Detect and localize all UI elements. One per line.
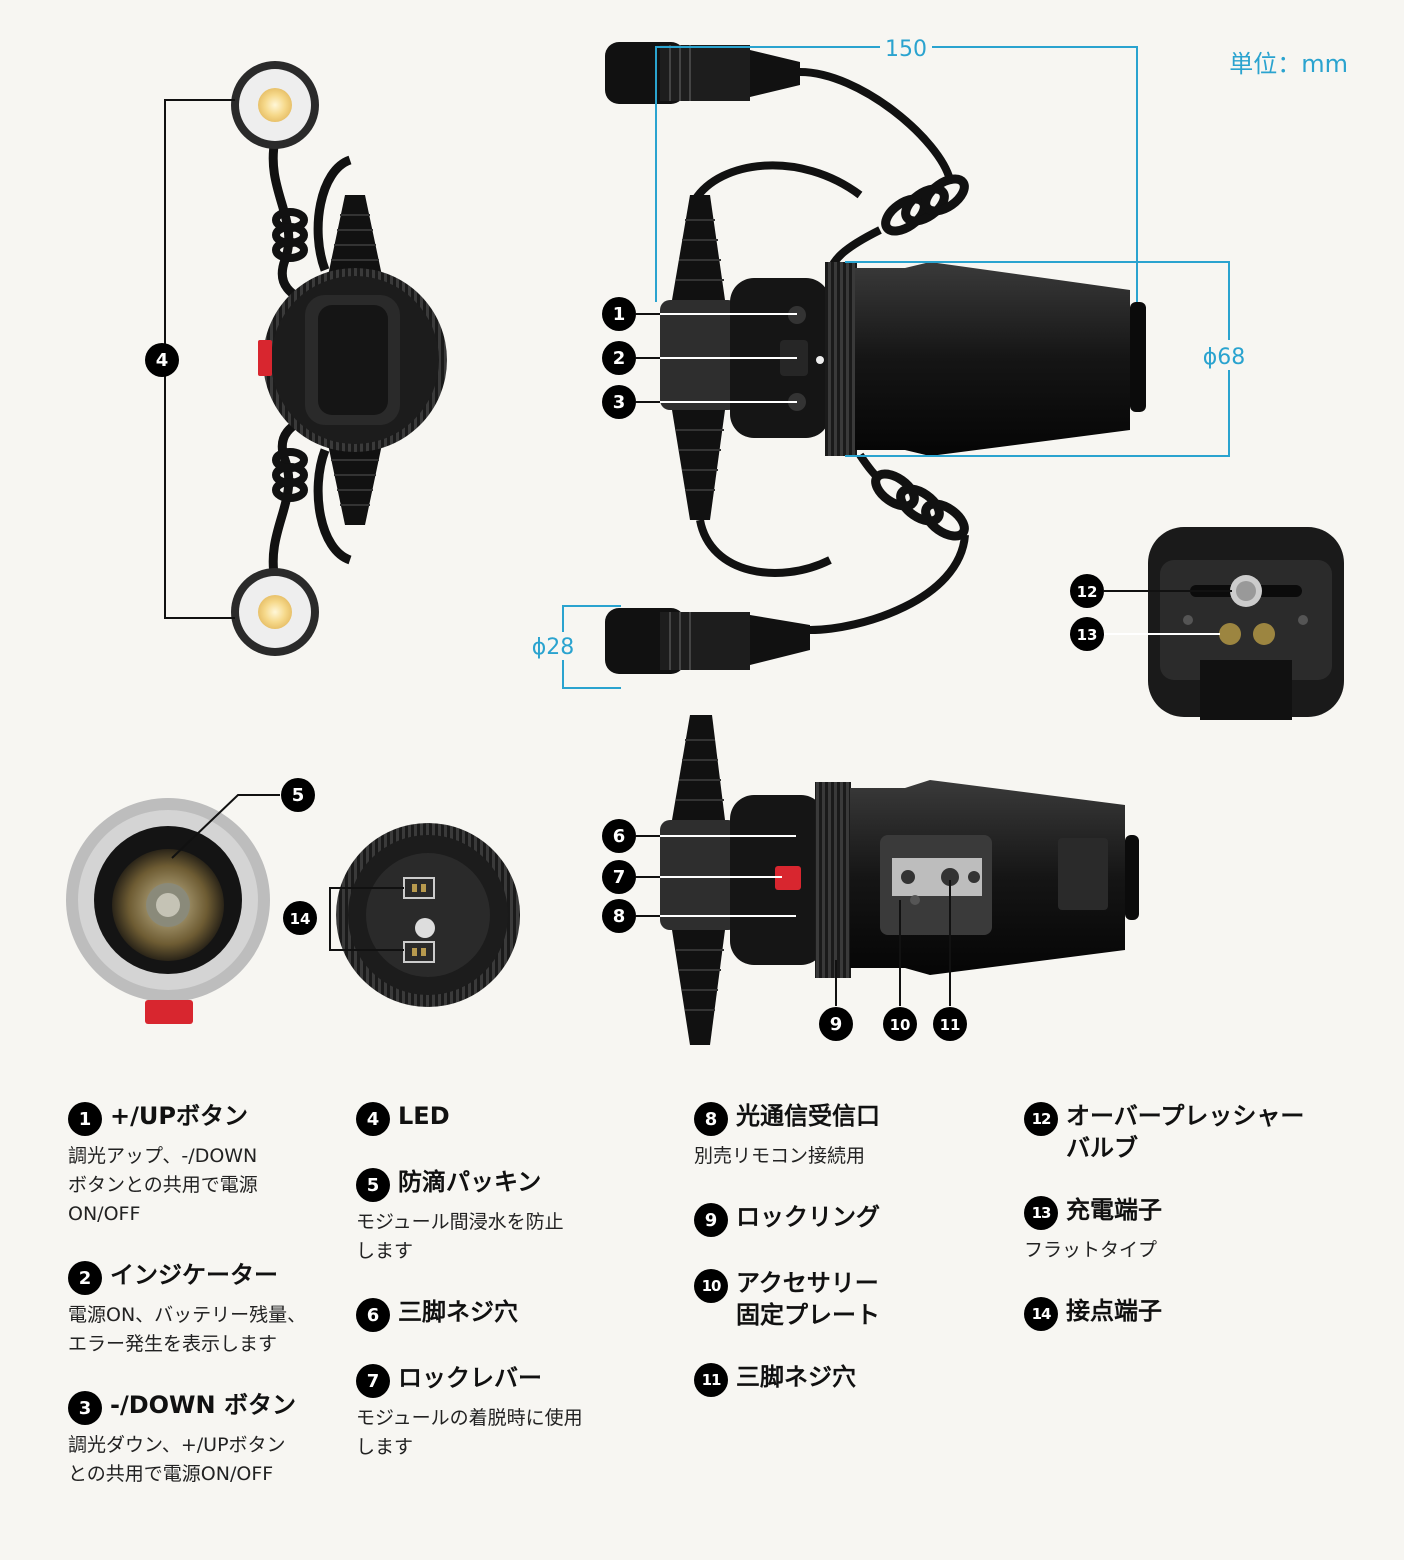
legend-title: 光通信受信口 [736, 1102, 880, 1130]
legend-number: 10 [694, 1269, 728, 1303]
legend-description: 電源ON、バッテリー残量、 エラー発生を表示します [68, 1304, 307, 1355]
legend-column-1: 1+/UPボタン 調光アップ、-/DOWN ボタンとの共用で電源 ON/OFF … [68, 1100, 338, 1519]
svg-text:8: 8 [613, 906, 626, 927]
svg-text:11: 11 [940, 1016, 961, 1034]
callout-8: 8 [602, 899, 636, 933]
legend-item: 5 防滴パッキン モジュール間浸水を防止 します [356, 1166, 646, 1266]
legend-title: LED [398, 1102, 450, 1130]
light-side-view [562, 42, 1230, 689]
legend-title: ロックレバー [398, 1364, 542, 1392]
callout-5: 5 [281, 778, 315, 812]
legend-description: モジュール間浸水を防止 します [356, 1211, 564, 1262]
callout-14: 14 [283, 901, 317, 935]
legend-title: 接点端子 [1066, 1297, 1162, 1325]
callout-13: 13 [1070, 617, 1104, 651]
svg-text:2: 2 [613, 348, 626, 369]
legend-title: 三脚ネジ穴 [736, 1363, 856, 1391]
svg-text:4: 4 [156, 350, 169, 371]
svg-text:9: 9 [830, 1014, 843, 1035]
legend: 1+/UPボタン 調光アップ、-/DOWN ボタンとの共用で電源 ON/OFF … [0, 1100, 1404, 1540]
unit-label: 単位：mm [1229, 50, 1348, 78]
legend-number: 3 [68, 1391, 102, 1425]
legend-number: 9 [694, 1203, 728, 1237]
legend-title: オーバープレッシャー バルブ [1066, 1102, 1305, 1162]
callout-4: 4 [145, 343, 179, 377]
callout-3: 3 [602, 385, 636, 419]
legend-number: 11 [694, 1363, 728, 1397]
callout-1: 1 [602, 297, 636, 331]
legend-title: -/DOWN ボタン [110, 1391, 296, 1419]
legend-title: 防滴パッキン [398, 1168, 542, 1196]
legend-number: 5 [356, 1168, 390, 1202]
legend-description: フラットタイプ [1024, 1239, 1158, 1261]
legend-item: 3 -/DOWN ボタン 調光ダウン、+/UPボタン との共用で電源ON/OFF [68, 1389, 338, 1489]
svg-text:10: 10 [890, 1016, 911, 1034]
legend-item: 14 接点端子 [1024, 1295, 1364, 1331]
legend-title: ロックリング [736, 1203, 880, 1231]
legend-description: 別売リモコン接続用 [694, 1145, 866, 1167]
dimension-body-diameter-label: ϕ68 [1203, 345, 1246, 370]
callout-7: 7 [602, 860, 636, 894]
product-diagram: 単位：mm [66, 37, 1348, 1045]
dimension-width-label: 150 [885, 37, 927, 62]
legend-number: 12 [1024, 1102, 1058, 1136]
legend-item: 9 ロックリング [694, 1201, 984, 1237]
legend-title: 充電端子 [1066, 1196, 1162, 1224]
svg-text:12: 12 [1077, 583, 1098, 601]
svg-text:7: 7 [613, 867, 626, 888]
legend-item: 8 光通信受信口 別売リモコン接続用 [694, 1100, 984, 1171]
legend-title: インジケーター [110, 1261, 278, 1289]
legend-number: 8 [694, 1102, 728, 1136]
callout-6: 6 [602, 819, 636, 853]
callout-12: 12 [1070, 574, 1104, 608]
legend-title: 三脚ネジ穴 [398, 1298, 518, 1326]
light-rear-view [1104, 527, 1344, 720]
legend-column-2: 4 LED 5 防滴パッキン モジュール間浸水を防止 します 6 三脚ネジ穴 7 ロック… [356, 1100, 646, 1492]
dimension-led-diameter-label: ϕ28 [532, 635, 575, 660]
legend-description: モジュールの着脱時に使用 します [356, 1407, 583, 1458]
legend-number: 1 [68, 1102, 102, 1136]
diagram-svg: 150 ϕ68 ϕ28 1 2 3 4 5 6 7 8 9 10 11 12 1… [66, 37, 1344, 1045]
legend-number: 7 [356, 1364, 390, 1398]
svg-text:13: 13 [1077, 626, 1098, 644]
legend-description: 調光アップ、-/DOWN ボタンとの共用で電源 ON/OFF [68, 1145, 258, 1225]
callout-11: 11 [933, 1007, 967, 1041]
legend-number: 13 [1024, 1196, 1058, 1230]
light-underside-view [636, 715, 1139, 1045]
svg-text:14: 14 [290, 910, 311, 928]
legend-number: 14 [1024, 1297, 1058, 1331]
svg-text:1: 1 [613, 304, 626, 325]
legend-number: 6 [356, 1298, 390, 1332]
legend-item: 4 LED [356, 1100, 646, 1136]
svg-text:5: 5 [292, 785, 305, 806]
legend-item: 6 三脚ネジ穴 [356, 1296, 646, 1332]
module-connector-view [66, 794, 520, 1024]
legend-item: 11 三脚ネジ穴 [694, 1361, 984, 1397]
legend-title: アクセサリー 固定プレート [736, 1269, 880, 1329]
callout-badges: 1 2 3 4 5 6 7 8 9 10 11 12 13 14 [145, 297, 1104, 1041]
legend-number: 2 [68, 1261, 102, 1295]
legend-description: 調光ダウン、+/UPボタン との共用で電源ON/OFF [68, 1434, 286, 1485]
legend-item: 13 充電端子 フラットタイプ [1024, 1194, 1364, 1265]
callout-2: 2 [602, 341, 636, 375]
legend-number: 4 [356, 1102, 390, 1136]
legend-item: 7 ロックレバー モジュールの着脱時に使用 します [356, 1362, 646, 1462]
callout-10: 10 [883, 1007, 917, 1041]
callout-9: 9 [819, 1007, 853, 1041]
legend-title: +/UPボタン [110, 1102, 248, 1130]
led-module-front-view [164, 61, 447, 656]
legend-item: 1 +/UPボタン 調光アップ、-/DOWN ボタンとの共用で電源 ON/OFF [68, 1100, 338, 1229]
svg-text:6: 6 [613, 826, 626, 847]
legend-item: 2 インジケーター 電源ON、バッテリー残量、 エラー発生を表示します [68, 1259, 338, 1359]
svg-text:3: 3 [613, 392, 626, 413]
